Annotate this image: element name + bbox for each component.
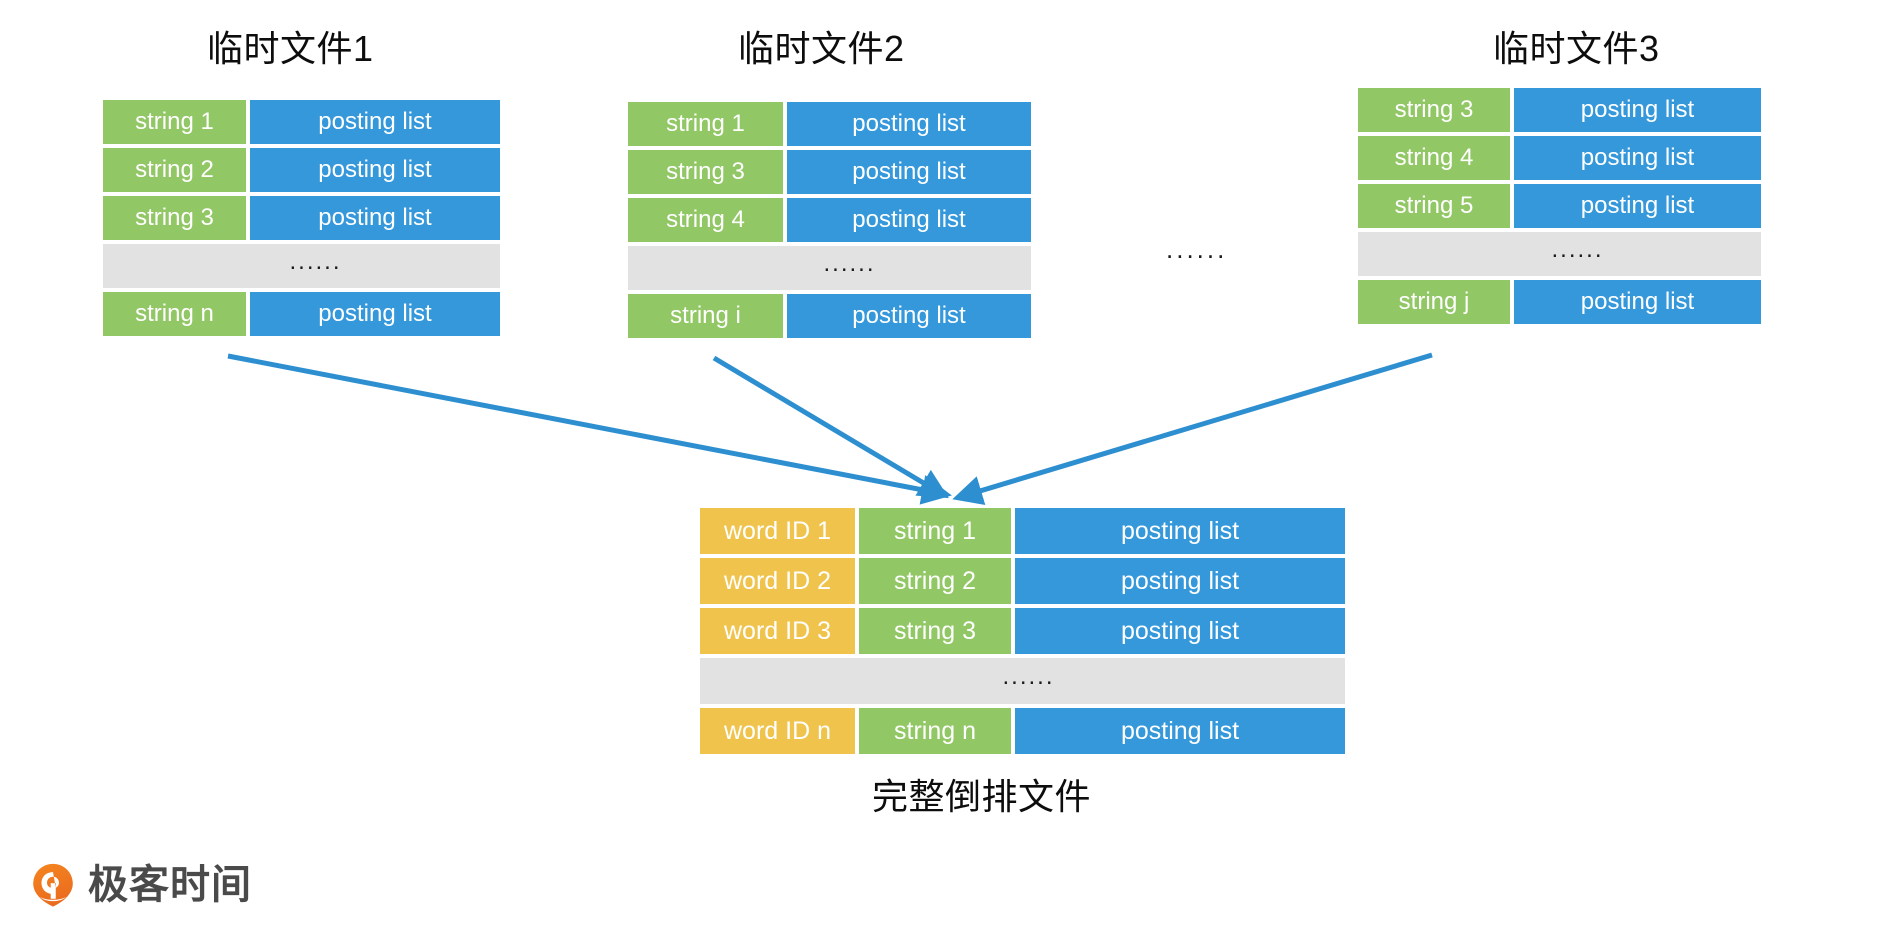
table-row: word ID 1 string 1 posting list — [700, 508, 1345, 554]
merged-file-caption: 完整倒排文件 — [872, 776, 1092, 817]
table-row: string 1 posting list — [103, 100, 500, 144]
string-cell: string 1 — [103, 100, 246, 144]
posting-list-cell: posting list — [787, 198, 1031, 242]
string-cell: string 3 — [103, 196, 246, 240]
string-cell: string i — [628, 294, 783, 338]
temp-file-2-title: 临时文件2 — [738, 28, 905, 69]
ellipsis-label: ...... — [1551, 236, 1604, 263]
table-row: string 3 posting list — [1358, 88, 1761, 132]
table-row: string 4 posting list — [628, 198, 1031, 242]
temp-file-1-table: string 1 posting list string 2 posting l… — [103, 100, 500, 336]
string-cell: string 1 — [628, 102, 783, 146]
geektime-logo: 极客时间 — [30, 862, 252, 908]
table-row: string 4 posting list — [1358, 136, 1761, 180]
table-ellipsis-row: ...... — [103, 244, 500, 288]
posting-list-cell: posting list — [1015, 608, 1345, 654]
between-files-ellipsis: ...... — [1166, 234, 1228, 264]
table-row: string n posting list — [103, 292, 500, 336]
posting-list-cell: posting list — [250, 148, 500, 192]
string-cell: string 4 — [1358, 136, 1510, 180]
posting-list-cell: posting list — [250, 100, 500, 144]
posting-list-cell: posting list — [250, 292, 500, 336]
table-row: string 3 posting list — [628, 150, 1031, 194]
ellipsis-label: ...... — [823, 250, 876, 277]
temp-file-3-table: string 3 posting list string 4 posting l… — [1358, 88, 1761, 324]
arrow-from-file-1 — [227, 353, 952, 505]
ellipsis-label: ...... — [1002, 663, 1055, 690]
string-cell: string 3 — [859, 608, 1011, 654]
word-id-cell: word ID 2 — [700, 558, 855, 604]
temp-file-2-table: string 1 posting list string 3 posting l… — [628, 102, 1031, 338]
table-ellipsis-row: ...... — [700, 658, 1345, 704]
posting-list-cell: posting list — [250, 196, 500, 240]
posting-list-cell: posting list — [1514, 136, 1761, 180]
merged-inverted-file-table: word ID 1 string 1 posting list word ID … — [700, 508, 1345, 758]
string-cell: string 1 — [859, 508, 1011, 554]
string-cell: string 4 — [628, 198, 783, 242]
posting-list-cell: posting list — [1514, 280, 1761, 324]
table-row: string i posting list — [628, 294, 1031, 338]
table-row: string 3 posting list — [103, 196, 500, 240]
posting-list-cell: posting list — [1015, 708, 1345, 754]
table-row: string 2 posting list — [103, 148, 500, 192]
ellipsis-label: ...... — [289, 248, 342, 275]
table-row: word ID 2 string 2 posting list — [700, 558, 1345, 604]
arrow-from-file-2 — [712, 355, 949, 499]
string-cell: string 2 — [859, 558, 1011, 604]
string-cell: string j — [1358, 280, 1510, 324]
posting-list-cell: posting list — [787, 294, 1031, 338]
string-cell: string n — [859, 708, 1011, 754]
geektime-logo-text: 极客时间 — [88, 863, 252, 907]
table-row: string j posting list — [1358, 280, 1761, 324]
word-id-cell: word ID 3 — [700, 608, 855, 654]
table-ellipsis-row: ...... — [628, 246, 1031, 290]
posting-list-cell: posting list — [1015, 508, 1345, 554]
word-id-cell: word ID n — [700, 708, 855, 754]
table-row: word ID 3 string 3 posting list — [700, 608, 1345, 654]
table-row: word ID n string n posting list — [700, 708, 1345, 754]
posting-list-cell: posting list — [1514, 184, 1761, 228]
string-cell: string 3 — [628, 150, 783, 194]
geektime-pin-icon — [33, 863, 73, 907]
string-cell: string 3 — [1358, 88, 1510, 132]
table-row: string 1 posting list — [628, 102, 1031, 146]
posting-list-cell: posting list — [1514, 88, 1761, 132]
temp-file-3-title: 临时文件3 — [1493, 28, 1660, 69]
posting-list-cell: posting list — [1015, 558, 1345, 604]
arrow-from-file-3 — [952, 352, 1433, 506]
string-cell: string n — [103, 292, 246, 336]
string-cell: string 2 — [103, 148, 246, 192]
string-cell: string 5 — [1358, 184, 1510, 228]
word-id-cell: word ID 1 — [700, 508, 855, 554]
table-row: string 5 posting list — [1358, 184, 1761, 228]
posting-list-cell: posting list — [787, 102, 1031, 146]
temp-file-1-title: 临时文件1 — [207, 28, 374, 69]
posting-list-cell: posting list — [787, 150, 1031, 194]
table-ellipsis-row: ...... — [1358, 232, 1761, 276]
